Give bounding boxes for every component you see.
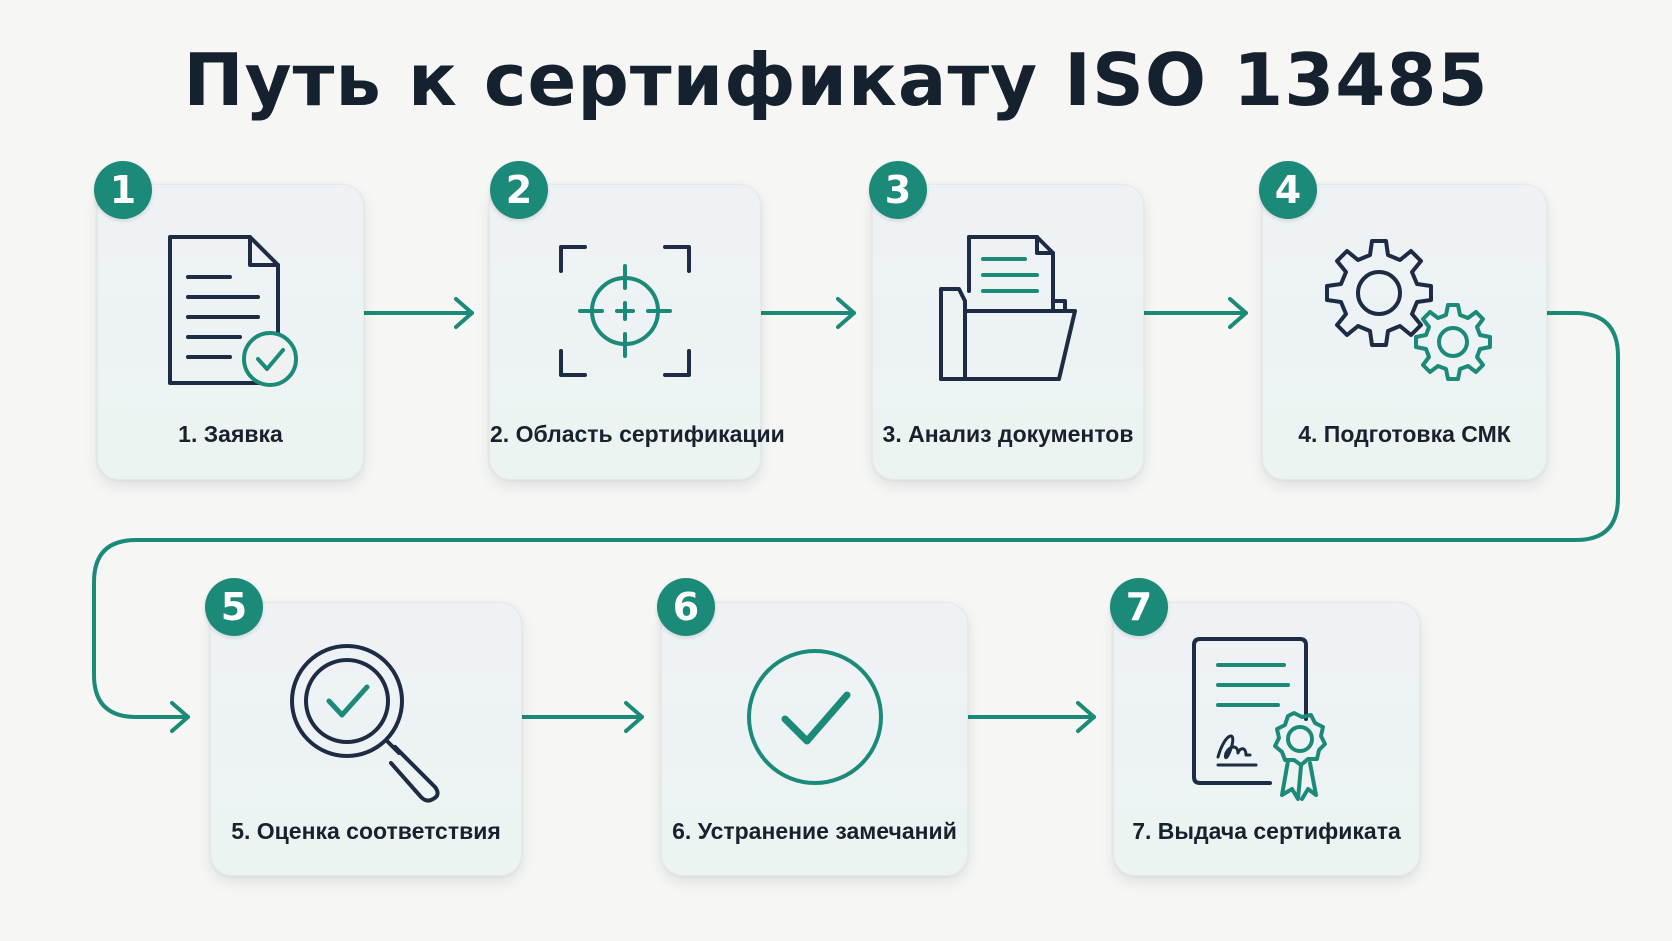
arrow-head-5 xyxy=(170,701,190,733)
step-label-4: 4. Подготовка СМК xyxy=(1298,421,1511,447)
arrow-1-2 xyxy=(360,297,474,329)
step-label-3: 3. Анализ документов xyxy=(882,421,1134,447)
arrow-6-7 xyxy=(966,701,1096,733)
arrow-3-4 xyxy=(1140,297,1248,329)
step-label-7: 7. Выдача сертификата xyxy=(1132,818,1401,844)
step-card-5: 5. Оценка соответствия xyxy=(210,602,522,876)
step-badge-4: 4 xyxy=(1259,161,1317,219)
step-card-3: 3. Анализ документов xyxy=(872,184,1144,480)
certificate-icon xyxy=(1114,635,1419,805)
gears-icon xyxy=(1263,235,1546,385)
check-circle-icon xyxy=(662,647,967,787)
folder-document-icon xyxy=(873,231,1143,391)
step-badge-1: 1 xyxy=(94,161,152,219)
magnifier-check-icon xyxy=(211,639,521,809)
step-label-5: 5. Оценка соответствия xyxy=(231,818,501,844)
step-label-6: 6. Устранение замечаний xyxy=(672,818,957,844)
step-card-7: 7. Выдача сертификата xyxy=(1113,602,1420,876)
step-label-2: 2. Область сертификации xyxy=(490,421,785,447)
step-card-2: 2. Область сертификации xyxy=(489,184,785,480)
step-card-4: 4. Подготовка СМК xyxy=(1262,184,1547,480)
step-badge-2: 2 xyxy=(490,161,548,219)
diagram-title: Путь к сертификату ISO 13485 xyxy=(183,38,1489,122)
arrow-5-6 xyxy=(520,701,644,733)
wrap-connector xyxy=(92,311,1620,719)
step-badge-5: 5 xyxy=(205,578,263,636)
step-badge-3: 3 xyxy=(869,161,927,219)
step-label-1: 1. Заявка xyxy=(178,421,283,447)
target-scope-icon xyxy=(490,241,760,381)
step-badge-7: 7 xyxy=(1110,578,1168,636)
step-badge-6: 6 xyxy=(657,578,715,636)
step-card-6: 6. Устранение замечаний xyxy=(661,602,968,876)
document-check-icon xyxy=(98,231,363,401)
arrow-2-3 xyxy=(757,297,856,329)
step-card-1: 1. Заявка xyxy=(97,184,364,480)
